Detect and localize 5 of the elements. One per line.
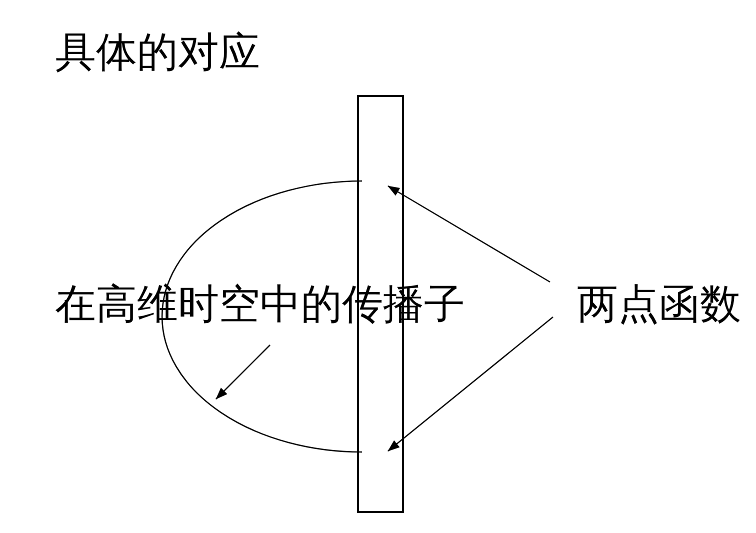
arrow bbox=[388, 316, 554, 452]
title-text: 具体的对应 bbox=[55, 28, 260, 76]
arrow bbox=[216, 344, 270, 400]
annotation-text: 两点函数 bbox=[577, 280, 741, 328]
arrow bbox=[388, 185, 550, 283]
